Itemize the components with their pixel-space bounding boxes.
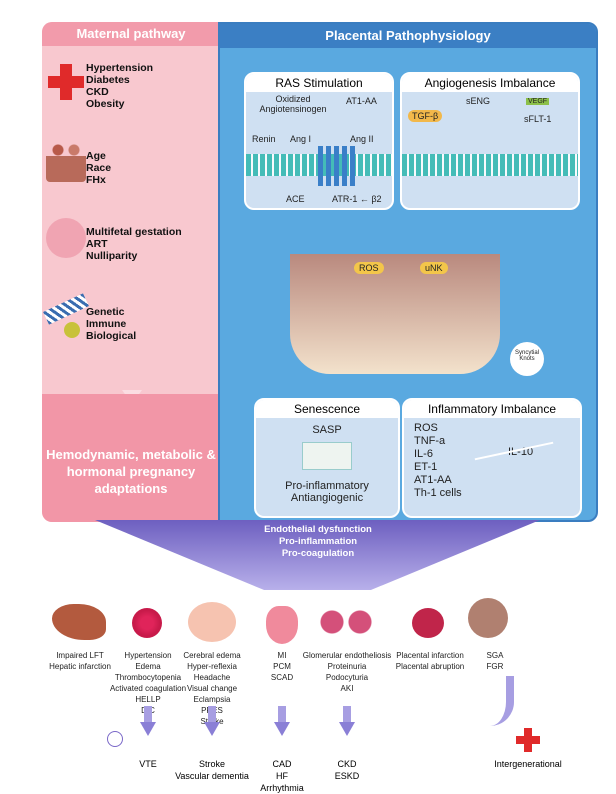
oxidized-label: Oxidized Angiotensinogen xyxy=(259,94,327,114)
inflam-title: Inflammatory Imbalance xyxy=(404,400,580,418)
unk-badge: uNK xyxy=(420,262,448,274)
liver-icon xyxy=(52,604,106,640)
seng-label: sENG xyxy=(466,96,491,106)
baby-icon xyxy=(468,598,508,638)
clock-icon xyxy=(107,731,123,747)
placenta-villi xyxy=(290,254,500,374)
arrow-down-icon xyxy=(339,706,355,736)
renin-label: Renin xyxy=(252,134,276,144)
red-cross-icon xyxy=(516,728,540,752)
blood-cell-icon xyxy=(132,608,162,638)
placental-title: Placental Pathophysiology xyxy=(220,24,596,48)
arrow-down-icon xyxy=(140,706,156,736)
brain-icon xyxy=(188,602,236,642)
angiogenesis-box: Angiogenesis Imbalance sENG TGF-β VEGF s… xyxy=(400,72,580,210)
sflt-label: sFLT-1 xyxy=(524,114,552,124)
people-icon xyxy=(46,142,86,182)
heart-icon xyxy=(266,606,298,644)
syncytial-knots: Syncytial Knots xyxy=(510,342,544,376)
curved-arrow-icon xyxy=(490,676,514,726)
kidney-icon xyxy=(318,606,374,638)
senescence-title: Senescence xyxy=(256,400,398,418)
arrow-down-icon xyxy=(274,706,290,736)
atr-label: ATR-1 ← β2 xyxy=(332,194,382,204)
cell-image xyxy=(302,442,352,470)
receptor-icon xyxy=(318,146,358,186)
virus-icon xyxy=(64,322,80,338)
ras-stimulation-box: RAS Stimulation Oxidized Angiotensinogen… xyxy=(244,72,394,210)
vegf-label: VEGF xyxy=(526,98,550,105)
red-cross-icon xyxy=(48,64,84,100)
outcome-vte: VTE xyxy=(139,759,157,769)
ang1-label: Ang I xyxy=(290,134,312,144)
dna-icon xyxy=(43,293,89,325)
ace-label: ACE xyxy=(286,194,305,204)
ros-badge: ROS xyxy=(354,262,384,274)
angio-title: Angiogenesis Imbalance xyxy=(402,74,578,92)
arrow-down-icon xyxy=(204,706,220,736)
maternal-title: Maternal pathway xyxy=(42,22,220,46)
placental-panel: Placental Pathophysiology RAS Stimulatio… xyxy=(218,22,598,522)
ang2-label: Ang II xyxy=(350,134,374,144)
pregnancy-adaptations: Hemodynamic, metabolic & hormonal pregna… xyxy=(42,394,220,522)
outcome-intergenerational: Intergenerational xyxy=(494,759,562,769)
sasp-label: SASP xyxy=(312,424,342,436)
ras-title: RAS Stimulation xyxy=(246,74,392,92)
at1aa-label: AT1-AA xyxy=(346,96,377,106)
pregnancy-icon xyxy=(46,218,86,258)
tgf-label: TGF-β xyxy=(408,110,443,122)
placenta-icon xyxy=(412,608,444,638)
